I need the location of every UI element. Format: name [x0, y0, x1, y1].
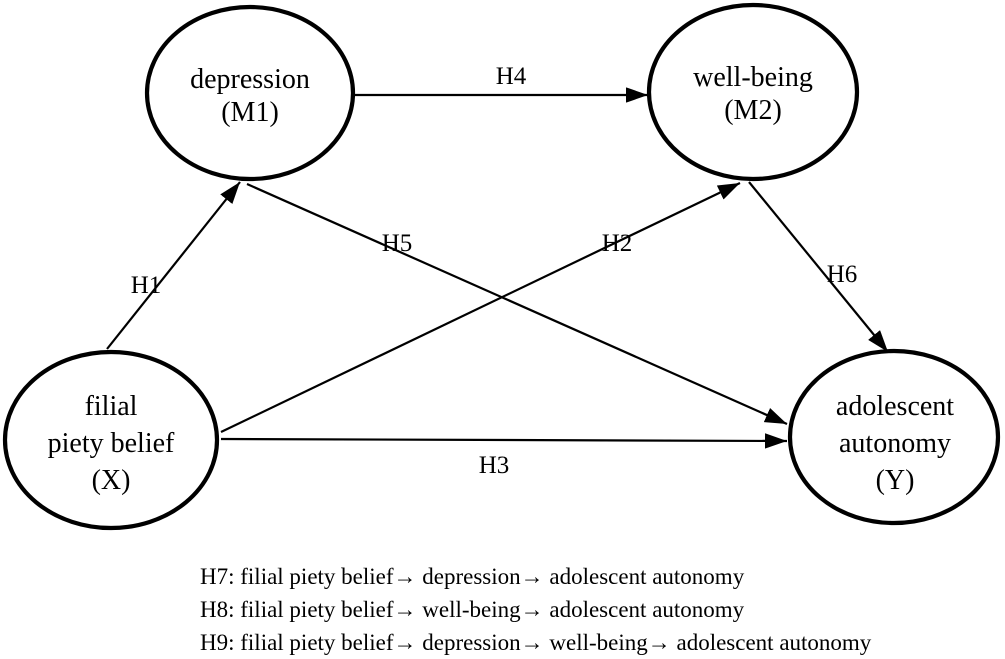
edge-label-h3: H3 — [479, 452, 510, 479]
edge-label-h1: H1 — [131, 272, 162, 299]
edge-label-h4: H4 — [496, 63, 527, 90]
node-filial-piety-label-line-3: (X) — [92, 465, 131, 496]
node-wellbeing-m2 — [646, 2, 860, 182]
arrow-h5 — [246, 182, 788, 426]
node-adolescent-autonomy-y — [787, 348, 1001, 526]
node-wellbeing-label-line-1: well-being — [693, 62, 813, 93]
node-depression-label-line-2: (M1) — [221, 97, 279, 128]
node-depression-m1 — [144, 4, 356, 182]
node-autonomy-label-line-1: adolescent — [836, 391, 954, 422]
edge-label-h2: H2 — [602, 230, 633, 257]
nodes: depression (M1) well-being (M2) filial p… — [2, 2, 1001, 531]
note-h7: H7: filial piety belief→ depression→ ado… — [200, 564, 745, 589]
node-depression-label-line-1: depression — [190, 64, 310, 95]
node-autonomy-label-line-2: autonomy — [839, 428, 951, 459]
note-h8: H8: filial piety belief→ well-being→ ado… — [200, 597, 745, 622]
node-filial-piety-label-line-2: piety belief — [48, 428, 175, 459]
node-filial-piety-x — [2, 349, 220, 531]
indirect-path-notes: H7: filial piety belief→ depression→ ado… — [200, 564, 872, 655]
node-autonomy-label-line-3: (Y) — [876, 465, 915, 496]
edge-label-h5: H5 — [382, 230, 413, 257]
arrow-h2 — [220, 182, 741, 433]
node-filial-piety-label-line-1: filial — [85, 391, 138, 422]
arrow-h6 — [748, 181, 889, 353]
edges: H1 H2 H3 H4 H5 H6 — [106, 63, 889, 479]
note-h9: H9: filial piety belief→ depression→ wel… — [200, 630, 872, 655]
node-wellbeing-label-line-2: (M2) — [724, 95, 782, 126]
edge-label-h6: H6 — [827, 261, 858, 288]
arrow-h1 — [106, 181, 241, 350]
arrow-h3 — [220, 433, 788, 449]
